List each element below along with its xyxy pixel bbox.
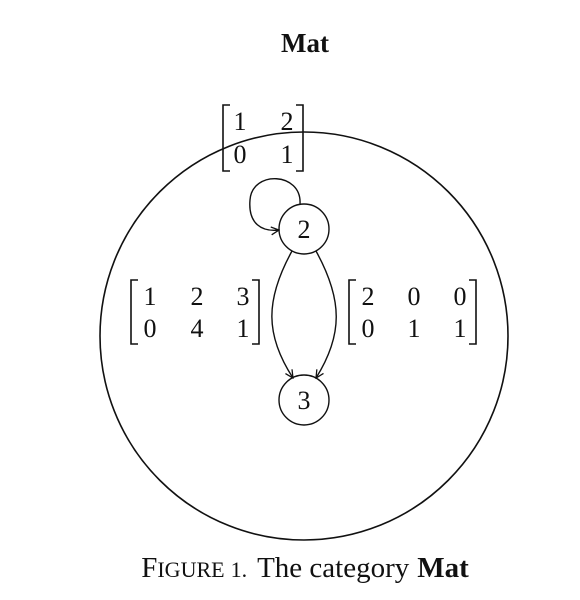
loop-matrix: 1 2 0 1 [222, 104, 304, 172]
matrix-entry: 2 [191, 282, 204, 311]
matrix-entry: 1 [454, 314, 467, 343]
matrix-entry: 1 [281, 140, 294, 169]
identity-loop-arrow [249, 178, 301, 231]
matrix-entry: 0 [234, 140, 247, 169]
matrix-entry: 3 [237, 282, 250, 311]
morphism-left-arrow [271, 250, 293, 378]
caption-bold-word: Mat [417, 552, 469, 584]
matrix-entry: 4 [191, 314, 204, 343]
caption-figure-number: 1. [231, 557, 248, 582]
object-node-3-circle [278, 374, 330, 426]
loop-matrix-left-bracket [222, 104, 230, 172]
caption-figure-rest: IGURE [157, 557, 224, 582]
matrix-entry: 1 [234, 107, 247, 136]
matrix-entry: 0 [362, 314, 375, 343]
right-morphism-matrix: 2 0 0 0 1 1 [348, 279, 477, 345]
caption-figure-initial: F [141, 552, 157, 584]
matrix-entry: 1 [408, 314, 421, 343]
matrix-entry: 2 [362, 282, 375, 311]
diagram-title: Mat [281, 28, 329, 58]
category-boundary-circle [99, 131, 509, 541]
matrix-entry: 0 [454, 282, 467, 311]
object-node-3-label: 3 [298, 386, 311, 415]
matrix-entry: 1 [144, 282, 157, 311]
matrix-entry: 2 [281, 107, 294, 136]
morphism-right-arrow [316, 250, 337, 378]
matrix-entry: 0 [144, 314, 157, 343]
left-matrix-left-bracket [130, 279, 138, 345]
caption-text: The category [257, 552, 410, 584]
right-matrix-right-bracket [469, 279, 477, 345]
loop-matrix-right-bracket [296, 104, 304, 172]
right-matrix-left-bracket [348, 279, 356, 345]
left-matrix-right-bracket [252, 279, 260, 345]
left-morphism-matrix: 1 2 3 0 4 1 [130, 279, 260, 345]
matrix-entry: 1 [237, 314, 250, 343]
object-node-2-label: 2 [298, 215, 311, 244]
matrix-entry: 0 [408, 282, 421, 311]
